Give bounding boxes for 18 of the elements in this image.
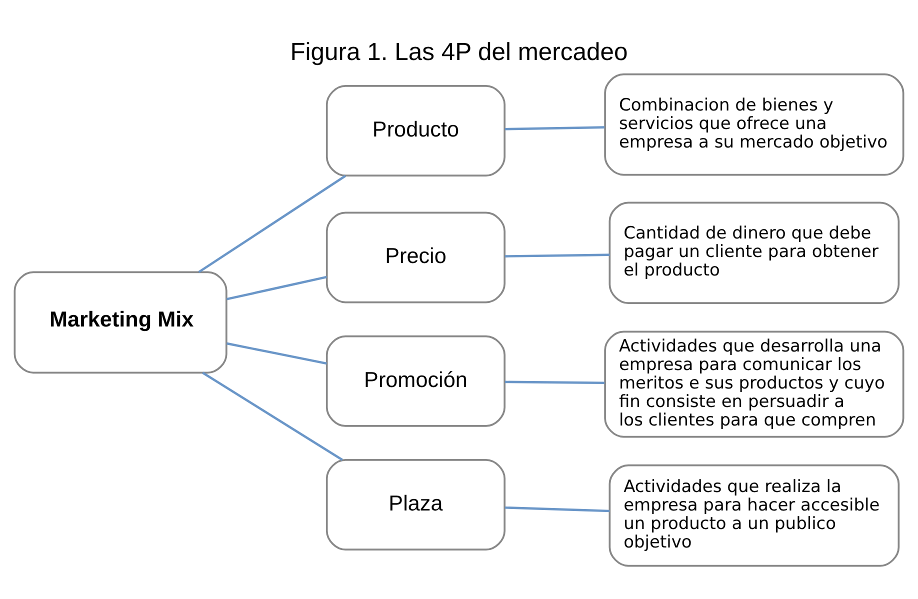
connector — [198, 174, 346, 273]
node-box: Marketing Mix — [14, 270, 228, 374]
connector — [226, 342, 327, 364]
node-box: Producto — [326, 84, 506, 176]
connector — [504, 506, 610, 512]
connector — [504, 253, 610, 257]
connector — [504, 126, 604, 130]
node-box: Combinacion de bienes y servicios que ofrece una empresa a su mercado objetivo — [604, 72, 904, 176]
connector — [202, 371, 343, 460]
node-box: Actividades que desarrolla una empresa para comunicar los meritos e sus productos y cuyo fin consiste en persuadir a los clientes para que compren — [604, 330, 904, 438]
connector — [504, 380, 604, 384]
connector — [226, 275, 327, 300]
node-box: Plaza — [326, 458, 506, 550]
node-box: Precio — [326, 211, 506, 303]
node-box: Promoción — [326, 334, 506, 426]
node-box: Cantidad de dinero que debe pagar un cliente para obtener el producto — [608, 201, 900, 304]
node-box: Actividades que realiza la empresa para hacer accesible un producto a un publico objetivo — [608, 464, 900, 566]
diagram-title: Figura 1. Las 4P del mercadeo — [290, 38, 628, 66]
